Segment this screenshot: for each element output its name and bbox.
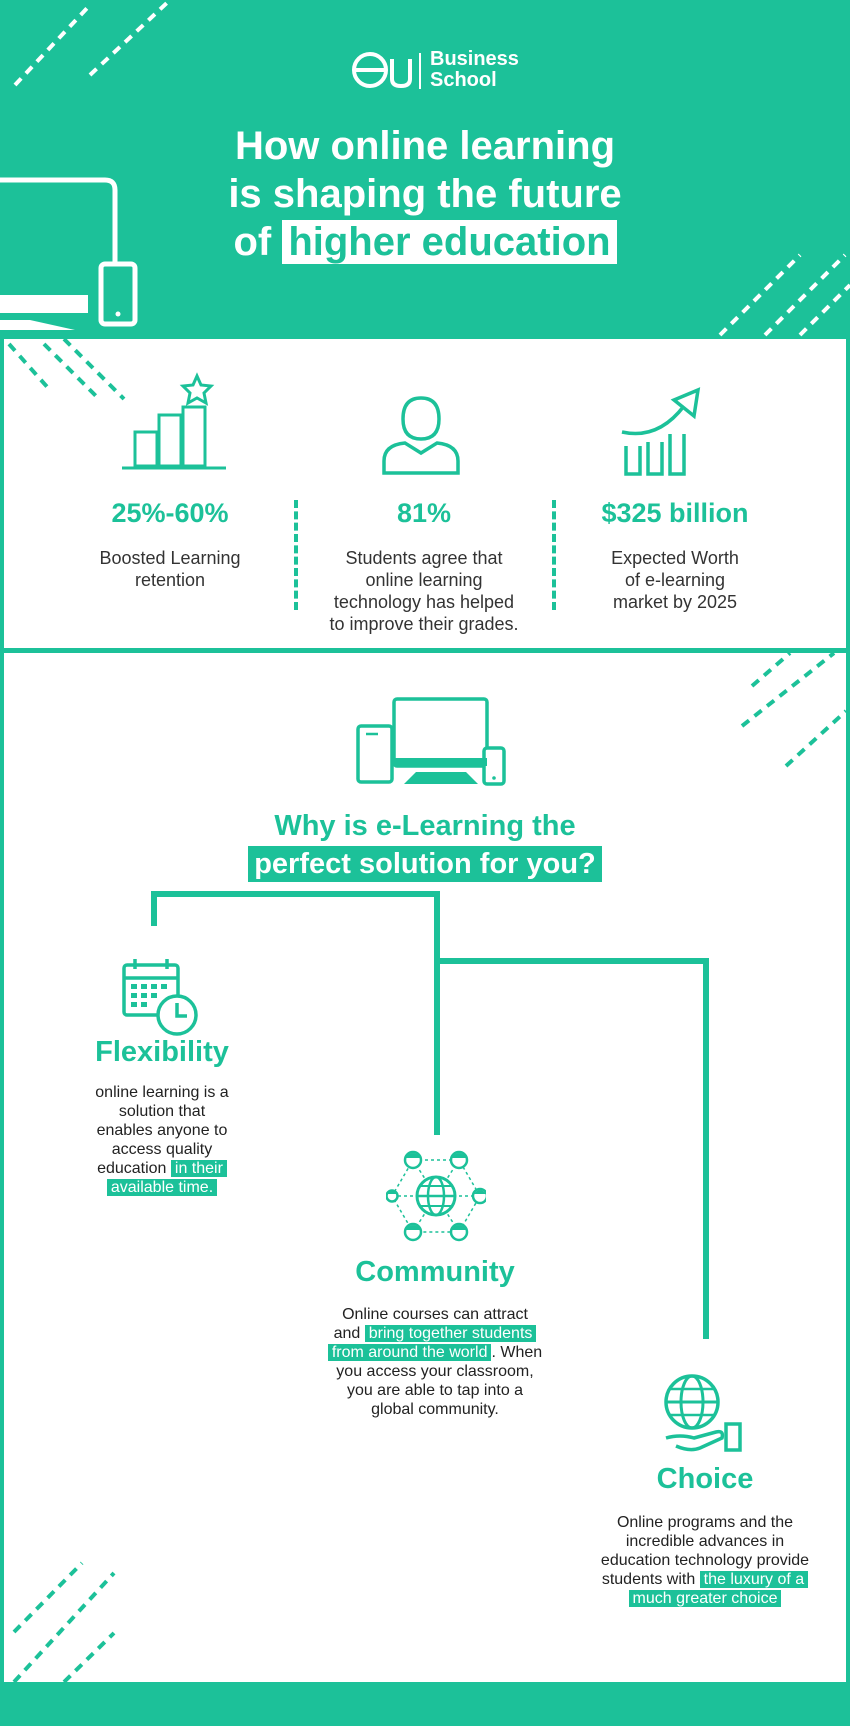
community-line-1: Online courses can attract bbox=[342, 1306, 528, 1323]
community-line-5: you are able to tap into a bbox=[346, 1382, 524, 1399]
flexibility-line-3: enables anyone to bbox=[96, 1122, 228, 1139]
community-highlight-2: from around the world bbox=[327, 1344, 492, 1361]
stat-desc-1: Boosted Learning retention bbox=[50, 547, 290, 591]
stat-desc-2-line-1: Students agree that bbox=[345, 548, 503, 568]
flexibility-text: online learning is a solution that enabl… bbox=[42, 1083, 282, 1197]
page-title: How online learning is shaping the futur… bbox=[0, 122, 850, 266]
title-line-2: is shaping the future bbox=[228, 172, 622, 216]
calendar-clock-icon bbox=[122, 959, 198, 1036]
stat-desc-3: Expected Worth of e-learning market by 2… bbox=[555, 547, 795, 613]
flexibility-line-2: solution that bbox=[118, 1103, 206, 1120]
community-line-3: from around the world. When bbox=[300, 1343, 570, 1362]
stat-desc-3-line-2: of e-learning bbox=[624, 570, 726, 590]
choice-line-3: education technology provide bbox=[600, 1552, 810, 1569]
stat-value-1: 25%-60% bbox=[111, 498, 229, 528]
community-highlight-1: bring together students bbox=[364, 1325, 537, 1342]
stat-desc-1-line-2: retention bbox=[134, 570, 206, 590]
choice-highlight-2: much greater choice bbox=[628, 1590, 782, 1607]
title-line-1: How online learning bbox=[234, 124, 616, 168]
title-line-3-prefix: of bbox=[233, 220, 283, 264]
choice-line-4-prefix: students with bbox=[601, 1571, 696, 1588]
flexibility-highlight-1: in their bbox=[170, 1160, 227, 1177]
choice-line-1: Online programs and the bbox=[616, 1514, 794, 1531]
choice-title: Choice bbox=[656, 1463, 754, 1495]
stat-desc-2: Students agree that online learning tech… bbox=[304, 547, 544, 635]
stat-desc-2-line-2: online learning bbox=[365, 570, 483, 590]
decorative-dashes bbox=[13, 0, 850, 337]
flexibility-line-5-prefix: education bbox=[97, 1160, 167, 1177]
community-text: Online courses can attract and bring tog… bbox=[300, 1305, 570, 1419]
flexibility-highlight-2: available time. bbox=[106, 1179, 218, 1196]
stat-desc-1-line-1: Boosted Learning bbox=[99, 548, 241, 568]
flexibility-title: Flexibility bbox=[95, 1036, 229, 1068]
stat-desc-3-line-1: Expected Worth bbox=[611, 548, 739, 568]
title-line-3: of higher education bbox=[0, 218, 850, 266]
stats-panel bbox=[4, 339, 846, 648]
main-decorative-dashes bbox=[12, 653, 846, 1682]
community-line-2-prefix: and bbox=[333, 1325, 361, 1342]
stat-desc-3-line-3: market by 2025 bbox=[612, 592, 738, 612]
flexibility-line-5: education in their bbox=[42, 1159, 282, 1178]
community-line-4: you access your classroom, bbox=[336, 1363, 534, 1380]
why-line-1: Why is e-Learning the bbox=[274, 810, 576, 842]
why-line-2: perfect solution for you? bbox=[0, 846, 850, 882]
growth-arrow-icon bbox=[621, 387, 701, 476]
stats-decorative-dashes bbox=[7, 339, 126, 401]
flexibility-line-6: available time. bbox=[42, 1178, 282, 1197]
globe-hand-icon bbox=[664, 1374, 742, 1452]
stat-desc-2-line-4: to improve their grades. bbox=[329, 614, 519, 634]
logo-line-2: School bbox=[430, 69, 497, 91]
community-line-6: global community. bbox=[371, 1401, 499, 1418]
choice-line-5: much greater choice bbox=[575, 1589, 835, 1608]
community-title: Community bbox=[355, 1256, 515, 1288]
choice-text: Online programs and the incredible advan… bbox=[575, 1513, 835, 1608]
stat-value-2: 81% bbox=[396, 498, 452, 528]
choice-line-2: incredible advances in bbox=[625, 1533, 785, 1550]
global-network-icon bbox=[386, 1150, 486, 1242]
choice-highlight-1: the luxury of a bbox=[699, 1571, 809, 1588]
community-line-3-suffix: . When bbox=[491, 1344, 543, 1361]
divider-2 bbox=[552, 500, 556, 610]
divider-1 bbox=[294, 500, 298, 610]
stat-value-3: $325 billion bbox=[601, 498, 749, 528]
student-icon bbox=[382, 396, 460, 475]
monitor-phone-icon bbox=[0, 177, 138, 330]
title-highlight: higher education bbox=[282, 220, 617, 264]
logo-text: Business School bbox=[430, 49, 519, 91]
flexibility-line-4: access quality bbox=[111, 1141, 213, 1158]
bar-chart-star-icon bbox=[122, 372, 226, 470]
stat-desc-2-line-3: technology has helped bbox=[333, 592, 515, 612]
community-line-2: and bring together students bbox=[300, 1324, 570, 1343]
why-line-2-highlight: perfect solution for you? bbox=[248, 846, 602, 882]
logo-line-1: Business bbox=[430, 48, 519, 70]
choice-line-4: students with the luxury of a bbox=[575, 1570, 835, 1589]
flexibility-line-1: online learning is a bbox=[95, 1084, 229, 1101]
header bbox=[0, 0, 850, 338]
logo-mark bbox=[352, 52, 421, 89]
why-heading: Why is e-Learning the perfect solution f… bbox=[0, 808, 850, 882]
devices-icon bbox=[356, 697, 506, 786]
